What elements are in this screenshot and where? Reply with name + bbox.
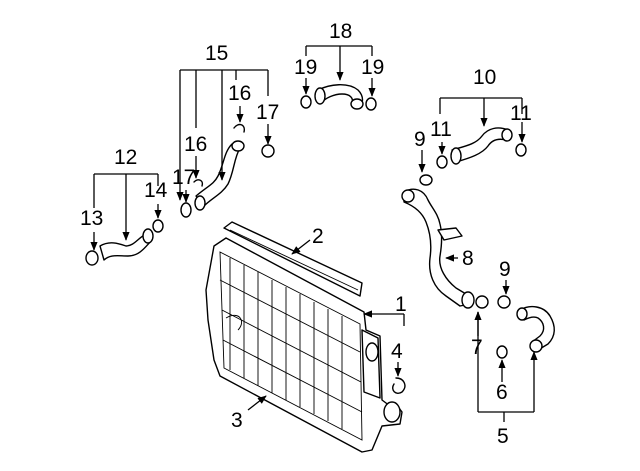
hose-assembly-15 — [180, 123, 275, 218]
callout-19-left: 19 — [294, 56, 317, 79]
callout-1: 1 — [395, 293, 407, 316]
callout-10: 10 — [473, 66, 496, 89]
hose-12 — [85, 219, 164, 266]
callout-9-upper: 9 — [414, 128, 426, 151]
upper-seal-strip — [223, 221, 363, 297]
callout-3: 3 — [231, 409, 243, 432]
callout-13: 13 — [80, 207, 103, 230]
callout-11-left: 11 — [430, 118, 452, 141]
charge-pipe-8 — [401, 174, 475, 309]
callout-19-right: 19 — [361, 56, 384, 79]
upper-hose-18 — [300, 84, 377, 111]
clamp-4 — [392, 377, 406, 394]
callout-9-lower: 9 — [499, 258, 511, 281]
callout-6: 6 — [496, 381, 508, 404]
callout-16-upper: 16 — [228, 82, 251, 105]
callout-5: 5 — [497, 425, 509, 448]
hose-5 — [475, 295, 555, 359]
callout-17-upper: 17 — [256, 101, 279, 124]
callout-18: 18 — [329, 20, 352, 43]
callout-labels: 1 2 3 4 5 6 7 8 9 9 10 11 11 12 13 14 15… — [80, 20, 532, 448]
callout-8: 8 — [462, 247, 474, 270]
leader-lines — [90, 45, 538, 422]
callout-4: 4 — [391, 340, 403, 363]
callout-11-right: 11 — [510, 102, 532, 125]
intercooler-core — [205, 237, 403, 453]
callout-7: 7 — [471, 336, 483, 359]
callout-12: 12 — [114, 146, 137, 169]
callout-2: 2 — [312, 225, 324, 248]
callout-14: 14 — [144, 179, 168, 202]
callout-16-lower: 16 — [184, 133, 207, 156]
callout-17-lower: 17 — [172, 166, 195, 189]
hose-10 — [436, 127, 527, 169]
callout-15: 15 — [205, 42, 228, 65]
